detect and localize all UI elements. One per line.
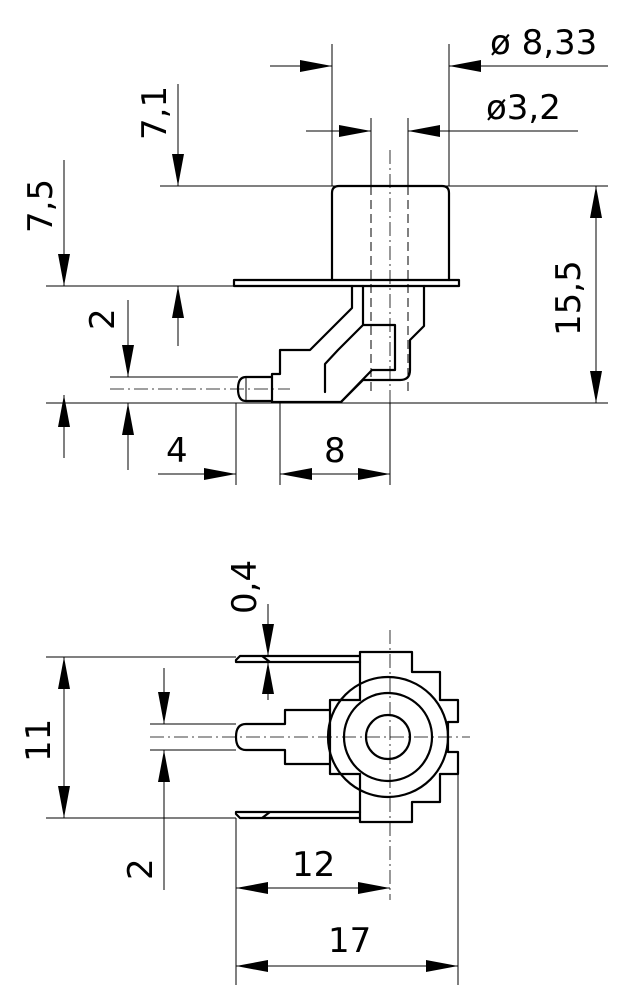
dim-pin-length-label: 4 <box>166 431 188 471</box>
dim-lead-spacing-arrow-bottom <box>58 786 70 818</box>
dim-lead-spacing-label: 11 <box>19 719 59 762</box>
dim-body-length-arrow-left <box>280 468 312 480</box>
lead-top-outline <box>234 654 362 664</box>
dim-top-pin-offset-arrow-top <box>158 692 170 724</box>
top-view: 0,4 11 2 12 17 <box>19 560 470 985</box>
dim-top-height-label: 7,1 <box>135 86 175 140</box>
dim-outer-diameter-label: ø 8,33 <box>490 23 597 63</box>
dim-lead-spacing-arrow-top <box>58 657 70 689</box>
dim-flange-height-label: 7,5 <box>21 179 61 233</box>
dim-lead-thickness-label: 0,4 <box>225 560 265 614</box>
dim-pin-offset-arrow-top <box>122 345 134 377</box>
dim-outer-diameter-arrow-right <box>449 60 481 72</box>
cap-outline <box>330 184 451 278</box>
dim-flange-height-lower-arrow <box>172 286 184 318</box>
dim-flange-height-arrow <box>58 254 70 286</box>
dim-overall-length-label: 17 <box>328 921 371 961</box>
dim-lead-thickness-arrow-bottom <box>262 662 274 694</box>
dim-outer-diameter-arrow-left <box>300 60 332 72</box>
dim-center-distance-arrow-right <box>358 882 390 894</box>
dim-total-height-label: 15,5 <box>549 260 589 336</box>
dim-top-pin-offset-arrow-bottom <box>158 750 170 782</box>
angled-body-inner <box>323 284 397 404</box>
dim-total-height-arrow-bottom <box>590 371 602 403</box>
dim-overall-length-arrow-right <box>426 960 458 972</box>
dim-hole-diameter-arrow-right <box>408 125 440 137</box>
dim-body-length-label: 8 <box>324 431 346 471</box>
dim-pin-offset-label: 2 <box>83 308 123 330</box>
lead-bottom-outline <box>234 810 362 820</box>
flange-outline <box>232 278 461 288</box>
flange-step <box>330 274 451 282</box>
dim-pin-offset-arrow-bottom <box>122 403 134 435</box>
dim-body-length-arrow-right <box>358 468 390 480</box>
dim-top-height-arrow <box>172 154 184 186</box>
dim-overall-length-arrow-left <box>236 960 268 972</box>
dim-top-pin-offset-label: 2 <box>121 858 161 880</box>
dim-center-distance-label: 12 <box>292 845 335 885</box>
dim-total-height-arrow-top <box>590 186 602 218</box>
top-pin-outline <box>234 708 332 766</box>
dim-hole-diameter-arrow-left <box>339 125 371 137</box>
angled-body-outline <box>270 284 426 404</box>
dim-lead-thickness-arrow-top <box>262 624 274 656</box>
dim-hole-diameter-label: ø3,2 <box>486 88 561 128</box>
dim-pin-length-arrow <box>204 468 236 480</box>
side-view: ø 8,33 ø3,2 7,1 7,5 15,5 2 4 <box>21 23 608 485</box>
dim-bottom-left-arrow <box>58 395 70 427</box>
dim-center-distance-arrow-left <box>236 882 268 894</box>
